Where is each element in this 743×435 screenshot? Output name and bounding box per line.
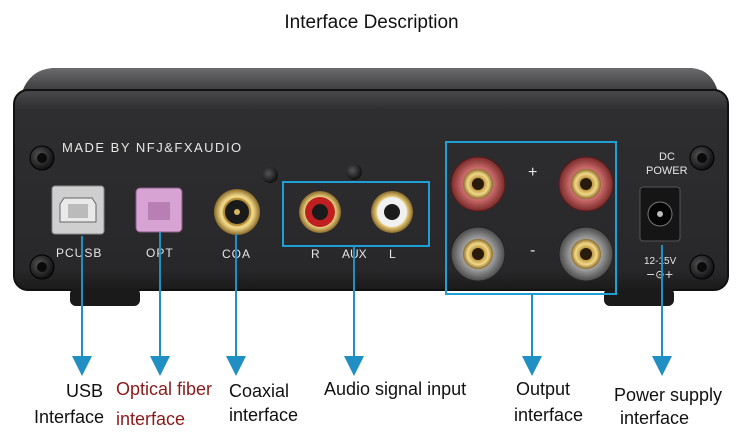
usb-port [51,185,105,235]
optical-port [135,187,183,233]
plus-label: + [528,164,537,181]
optical-callout-line2: interface [116,409,186,429]
coaxial-callout-line1: Coaxial [229,381,290,401]
aux-r-label: R [311,247,320,261]
polarity-symbol: −⊙+ [646,268,674,281]
usb-callout-line2: Interface [34,407,105,427]
device-rear-panel: MADE BY NFJ&FXAUDIO PCUSB OPT COA R AUX … [13,68,729,306]
voltage-label: 12-15V [644,256,677,267]
pcusb-label: PCUSB [56,246,102,260]
corner-screws [29,145,715,280]
optical-callout-line1: Optical fiber [116,379,213,399]
brand-text: MADE BY NFJ&FXAUDIO [62,140,243,155]
audio-callout: Audio signal input [324,379,467,399]
output-callout-line2: interface [514,405,584,425]
coaxial-port [214,189,260,235]
output-callout-line1: Output [516,379,571,399]
dc-label: DC [659,151,675,163]
top-lid [22,68,718,92]
aux-left-jack [371,191,413,233]
page-title: Interface Description [284,12,459,33]
coaxial-callout-line2: interface [229,405,299,425]
usb-callout-line1: USB [66,381,104,401]
output-posts [450,156,614,282]
dc-jack [639,186,681,242]
power-callout-line1: Power supply [614,385,723,405]
panel-face [13,89,729,291]
power-callout-line2: interface [620,408,690,428]
aux-highlight-box [282,181,430,247]
minus-label: - [530,242,535,259]
foot-left [70,288,140,306]
aux-right-jack [299,191,341,233]
foot-right [604,288,674,306]
aux-l-label: L [389,247,396,261]
power-label: POWER [646,165,688,177]
usb-callout: USB [66,378,103,404]
